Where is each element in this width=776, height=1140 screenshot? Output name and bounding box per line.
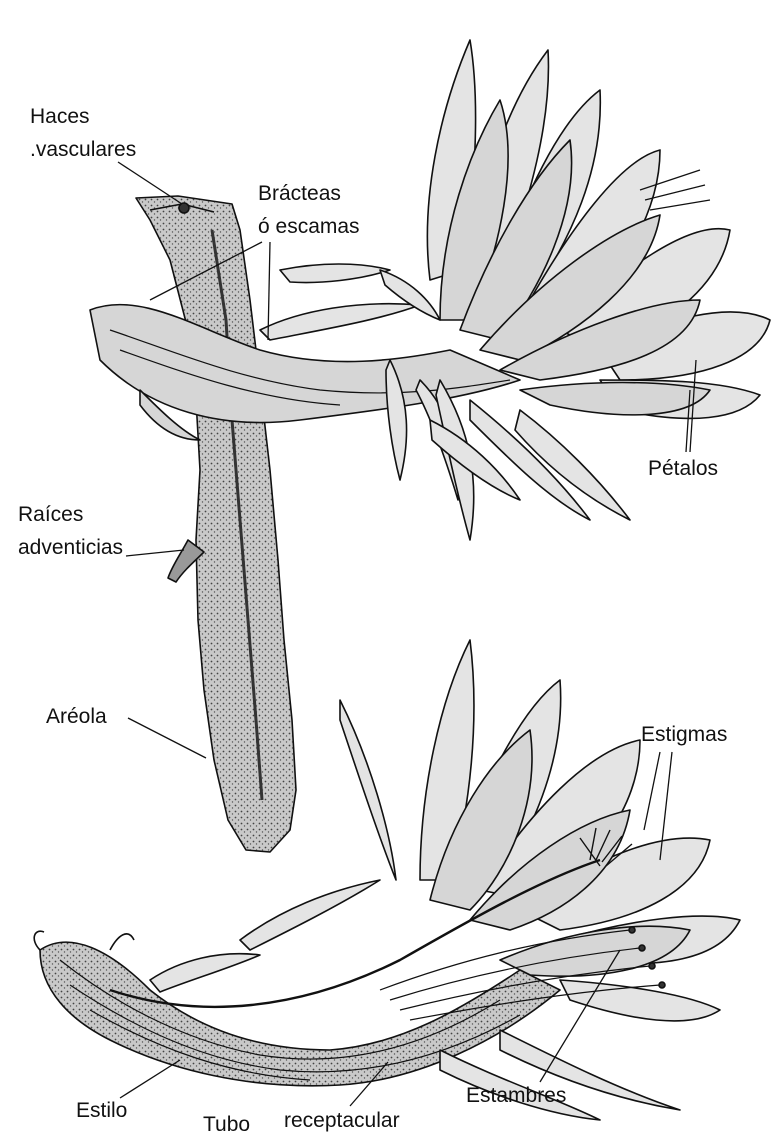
leader-estilo bbox=[120, 1060, 180, 1098]
label-estilo: Estilo bbox=[76, 1098, 127, 1123]
label-raices-line1: Raíces bbox=[18, 502, 83, 527]
label-haces-vasculares-line2: .vasculares bbox=[30, 137, 136, 162]
label-tubo: Tubo bbox=[203, 1112, 250, 1137]
label-receptacular: receptacular bbox=[284, 1108, 400, 1133]
bottom-flower bbox=[34, 640, 740, 1120]
label-bracteas-line1: Brácteas bbox=[258, 181, 341, 206]
label-estigmas: Estigmas bbox=[641, 722, 727, 747]
leader-areola bbox=[128, 718, 206, 758]
label-areola: Aréola bbox=[46, 704, 107, 729]
label-bracteas-line2: ó escamas bbox=[258, 214, 360, 239]
label-raices-line2: adventicias bbox=[18, 535, 123, 560]
label-haces-vasculares-line1: Haces bbox=[30, 104, 90, 129]
label-petalos: Pétalos bbox=[648, 456, 718, 481]
label-estambres: Estambres bbox=[466, 1083, 566, 1108]
leader-estigmas-a bbox=[644, 752, 660, 830]
leader-raices bbox=[126, 550, 184, 556]
